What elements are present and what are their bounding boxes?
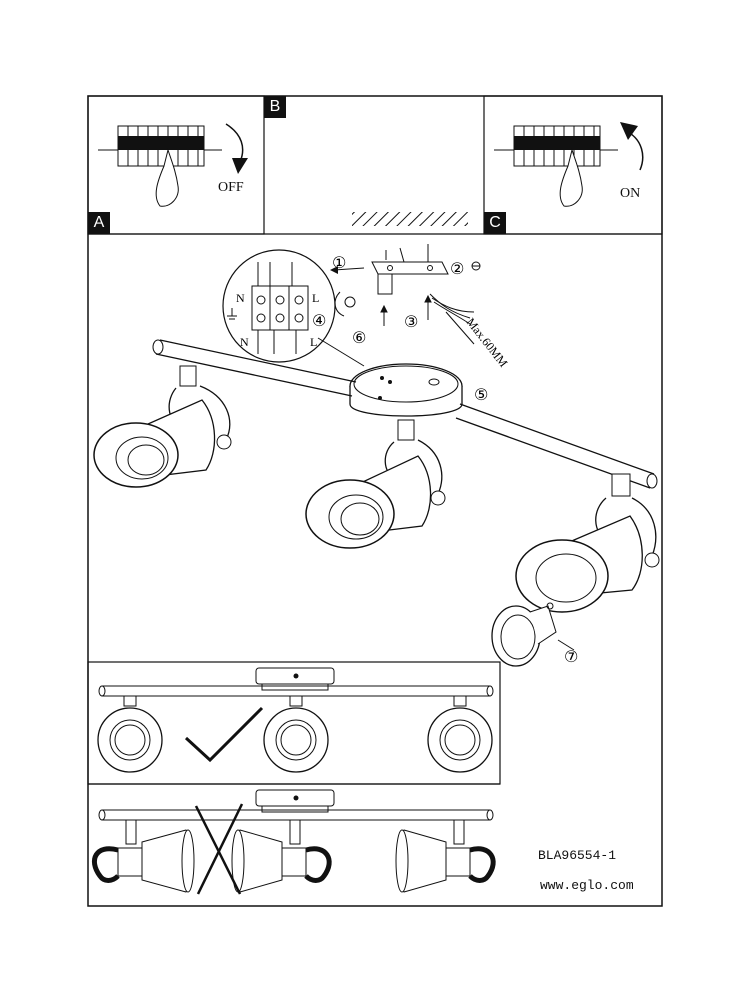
ceiling-canopy [349, 363, 463, 417]
arrow-up-icon [627, 131, 644, 171]
ceiling-hatch [352, 212, 468, 226]
arrow-left-icon [330, 266, 365, 274]
correct-arrangement [87, 661, 501, 785]
off-label: OFF [218, 180, 244, 195]
screw-icon [471, 261, 481, 271]
max-depth-label: Max.60MM [464, 315, 511, 370]
hand-on [559, 148, 583, 207]
wire-label-l-top: L [312, 291, 319, 305]
ground-icon [227, 308, 237, 320]
step-6-label: ⑥ [352, 328, 366, 347]
nut-icon [344, 296, 356, 308]
step-4-label: ④ [312, 311, 326, 330]
step-3-label: ③ [404, 312, 418, 331]
spotlight-middle [305, 419, 446, 549]
terminal-block-detail: N L N L [222, 249, 336, 363]
step-1-label: ① [332, 253, 346, 272]
gu10-bulb [491, 602, 575, 667]
rotate-arrow-icon [334, 291, 345, 317]
fixing-screws [380, 294, 432, 326]
wire-label-n-bottom: N [240, 335, 249, 349]
cross-icon [194, 803, 244, 895]
step-7-label: ⑦ [564, 647, 578, 666]
step-2-label: ② [450, 259, 464, 278]
wire-label-l-bottom: L [310, 335, 317, 349]
outer-frame [87, 95, 663, 907]
checkmark-icon [184, 706, 264, 763]
wire-label-n-top: N [236, 291, 245, 305]
arrow-head-up-icon [620, 122, 638, 140]
spotlight-left [93, 365, 232, 488]
incorrect-arrangement [88, 783, 500, 895]
model-code: BLA96554-1 [538, 848, 617, 863]
mounting-bracket [371, 244, 449, 295]
arrow-down-icon [225, 123, 244, 163]
website-link[interactable]: www.eglo.com [540, 878, 634, 893]
hand-off [155, 148, 179, 207]
on-label: ON [620, 186, 641, 201]
step-5-label: ⑤ [474, 385, 488, 404]
arrow-head-down-icon [232, 158, 248, 174]
panel-label-a: A [88, 212, 110, 234]
panel-label-b: B [264, 96, 286, 118]
panel-breaker-off [87, 95, 265, 235]
panel-label-c: C [484, 212, 506, 234]
supply-wires [429, 293, 475, 325]
panel-breaker-on [483, 95, 663, 235]
spotlight-right [491, 473, 660, 667]
